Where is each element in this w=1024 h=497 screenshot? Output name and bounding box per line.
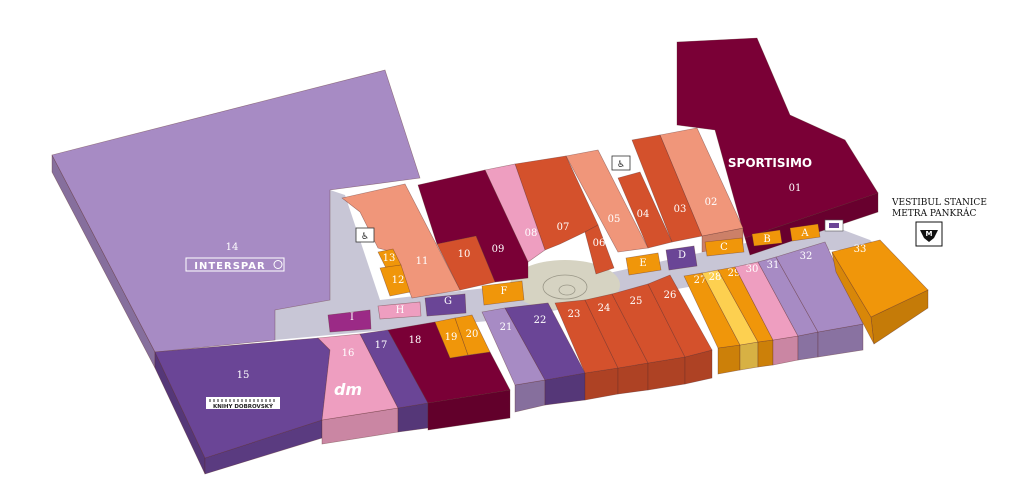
unit-14[interactable]: 14 [51,69,421,369]
unit-top-face [831,239,929,318]
unit-side-face [514,379,546,413]
unit-18[interactable]: 18 [387,321,511,431]
metro-vestibule-label-line2: METRA PANKRÁC [892,207,977,219]
unit-side-face [617,362,649,395]
unit-side-face [772,335,799,366]
sportisimo-logo: SPORTISIMO [728,156,812,170]
unit-top-face [676,37,879,239]
unit-top-face [454,314,491,356]
unit-top-face [565,149,649,253]
unit-21[interactable]: 21 [481,307,546,413]
metro-vestibule-label-line1: VESTIBUL STANICE [891,198,987,208]
unit-top-face [789,223,821,242]
unit-top-face [424,293,467,317]
unit-top-face [327,309,372,333]
unit-side-face [584,367,619,401]
svg-text:♿: ♿ [361,232,369,242]
svg-text:♿: ♿ [617,160,625,170]
kiosk-g[interactable]: G [424,293,467,317]
unit-side-face [797,331,819,361]
unit-top-face [775,241,864,333]
unit-top-face [625,252,662,276]
unit-top-face [377,301,422,320]
unit-side-face [717,344,741,375]
unit-side-face [757,339,774,368]
plaza-fountain [542,274,588,300]
kiosk-d[interactable]: D [665,245,698,271]
escalator-icon [824,219,844,232]
restroom-icon: ♿ [355,227,375,243]
knihy-dobrovsky-logo: KNIHY DOBROVSKÝ [206,397,280,410]
unit-top-face [647,274,713,358]
unit-top-face [665,245,698,271]
restroom-icon: ♿ [611,155,631,171]
unit-top-face [631,134,703,243]
unit-side-face [739,341,759,371]
svg-text:M: M [926,230,933,238]
unit-top-face [704,237,745,257]
svg-text:INTERSPAR: INTERSPAR [194,261,266,272]
unit-top-face [379,264,411,297]
unit-top-face [481,280,525,306]
unit-top-face [751,229,783,247]
svg-text:KNIHY DOBROVSKÝ: KNIHY DOBROVSKÝ [213,403,274,410]
interspar-logo: INTERSPAR [185,257,285,272]
unit-top-face [317,333,399,421]
dm-logo: dm [334,380,362,399]
unit-top-face [617,171,673,249]
metro-m-icon[interactable]: M [915,221,943,247]
unit-top-face [584,224,615,275]
unit-top-face [51,69,421,353]
plaza-fountain-inner [558,284,576,296]
